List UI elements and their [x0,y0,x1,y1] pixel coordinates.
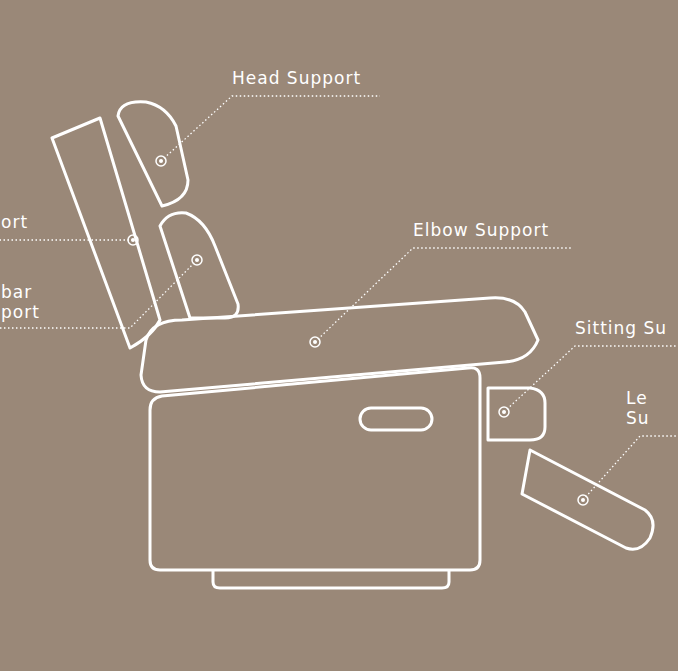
callout-dot-center [313,340,317,344]
part-label: bar port [1,282,47,322]
part-label: Elbow Support [413,220,549,240]
callout-dot [499,407,509,417]
callout-dot-center [131,238,135,242]
leader-line [504,346,678,412]
base-body [150,368,480,570]
callout-dot [578,495,588,505]
callout-dot-centers [131,159,585,502]
callout-dots [128,156,588,505]
chair-outline [52,102,653,588]
callout-dot-center [195,258,199,262]
part-label: ort [1,212,28,232]
leader-lines [0,96,678,500]
callout-dot [310,337,320,347]
handle [360,408,432,430]
sitting-panel [488,388,545,440]
elbow-panel [141,298,538,392]
base-foot [213,570,449,588]
leader-line [0,239,133,240]
callout-dot [128,235,138,245]
callout-dot-center [159,159,163,163]
part-label: Le Su [626,388,664,428]
callout-dot [156,156,166,166]
callout-dot [192,255,202,265]
back-panel [52,118,160,348]
callout-dot-center [581,498,585,502]
leader-line [315,248,571,342]
leg-panel [522,450,653,549]
lumbar-panel [160,213,238,318]
leader-line [583,436,678,500]
part-label: Sitting Su [575,318,667,338]
leader-line [0,260,197,328]
callout-dot-center [502,410,506,414]
part-label: Head Support [232,68,361,88]
head-panel [118,102,188,206]
leader-line [161,96,380,161]
